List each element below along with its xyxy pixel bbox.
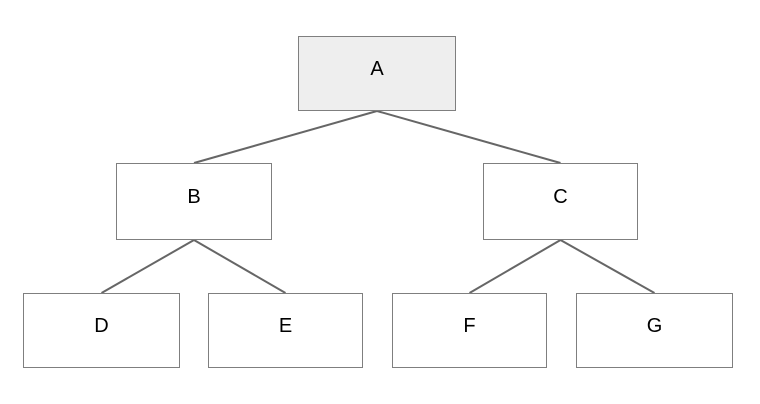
node-label: A [370,57,384,80]
tree-node-a: A [298,36,456,111]
node-label: F [463,314,476,337]
node-label: C [553,185,568,208]
edge-a-b [193,110,378,164]
edge-a-c [376,110,561,164]
node-label: D [94,314,109,337]
tree-node-e: E [208,293,363,368]
tree-node-c: C [483,163,638,240]
tree-node-b: B [116,163,272,240]
edge-c-g [560,239,655,294]
tree-node-f: F [392,293,547,368]
edge-b-e [193,239,287,294]
node-label: G [646,314,663,337]
node-label: E [278,314,293,337]
edge-b-d [101,239,195,294]
node-label: B [187,185,201,208]
tree-node-g: G [576,293,733,368]
tree-node-d: D [23,293,180,368]
edge-c-f [468,239,562,294]
